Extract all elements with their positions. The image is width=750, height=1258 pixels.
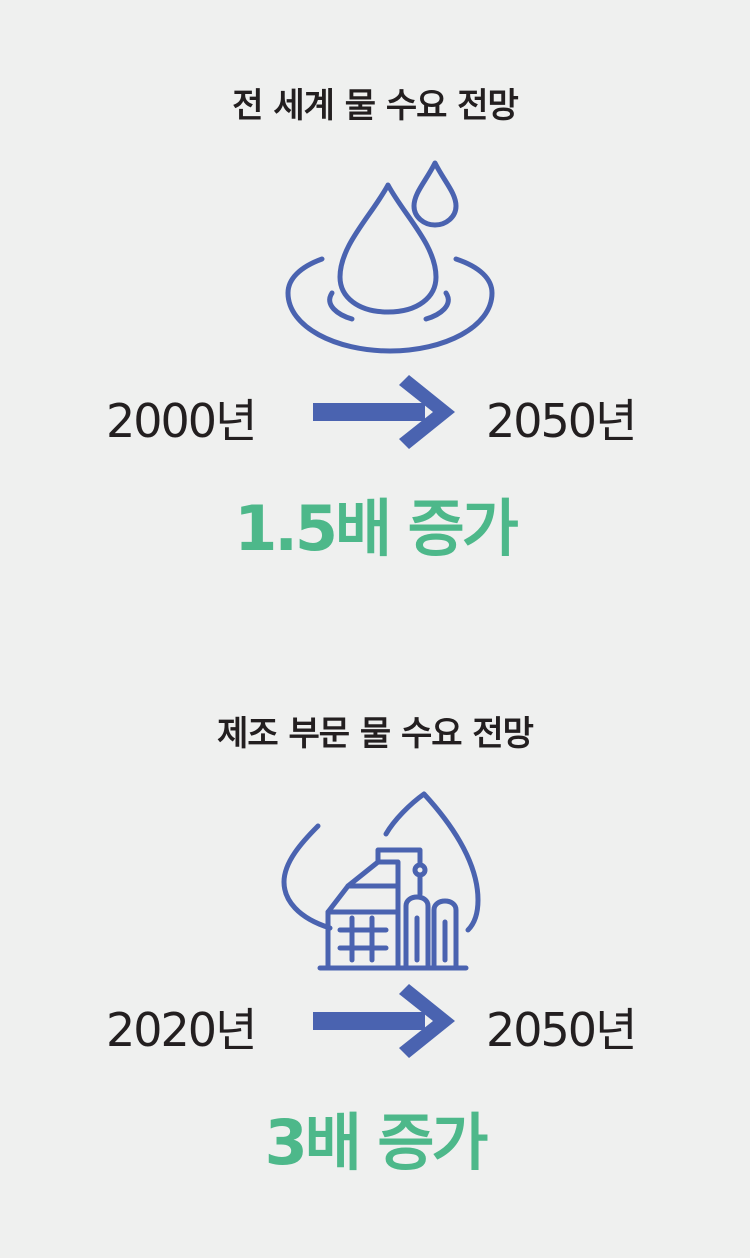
manufacturing-water-demand-section: 제조 부문 물 수요 전망 2020년 2050년 3배 증가 <box>0 620 750 1258</box>
water-drop-icon <box>285 160 495 354</box>
global-water-demand-section: 전 세계 물 수요 전망 2000년 2050년 1.5배 증가 <box>0 0 750 620</box>
section-title: 제조 부문 물 수요 전망 <box>217 714 534 754</box>
arrow-right-icon <box>313 984 455 1058</box>
factory-water-icon <box>281 791 481 971</box>
section-title: 전 세계 물 수요 전망 <box>232 86 519 126</box>
increase-result: 1.5배 증가 <box>234 492 519 565</box>
arrow-right-icon <box>313 375 455 449</box>
from-year: 2000년 <box>106 394 257 448</box>
increase-result: 3배 증가 <box>264 1106 489 1179</box>
to-year: 2050년 <box>486 394 637 448</box>
to-year: 2050년 <box>486 1003 637 1057</box>
from-year: 2020년 <box>106 1003 257 1057</box>
